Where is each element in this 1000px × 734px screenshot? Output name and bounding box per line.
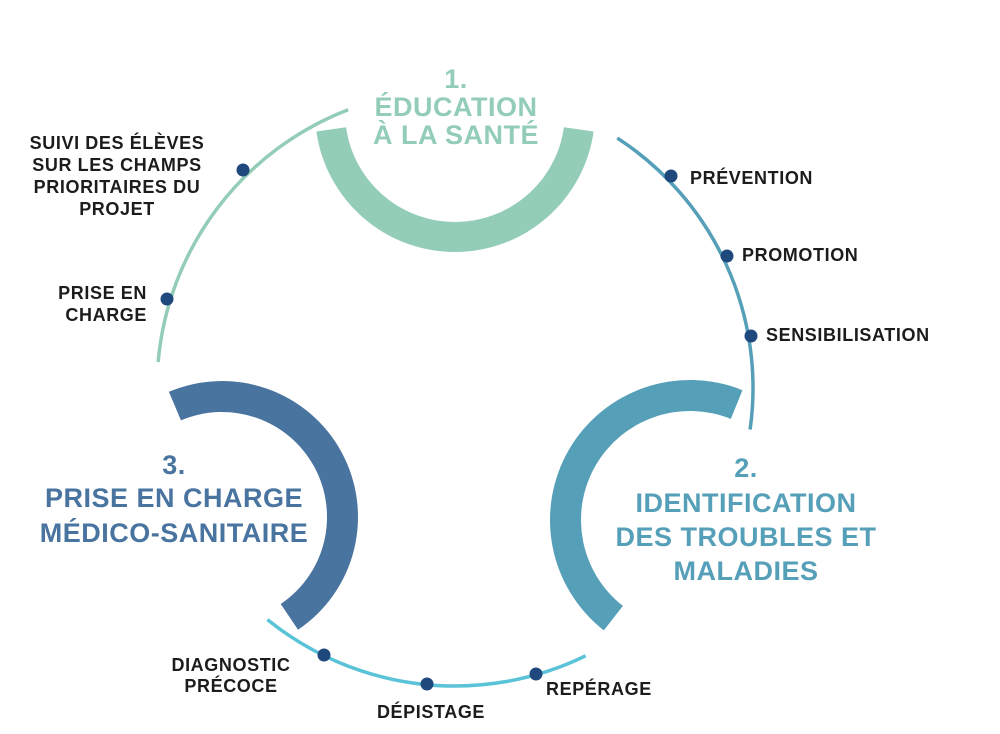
dot-sensibilisation xyxy=(744,329,758,343)
stage-1-line: ÉDUCATION xyxy=(375,91,538,122)
stage-1-number: 1. xyxy=(444,64,468,94)
stage-1-title: 1. ÉDUCATION À LA SANTÉ xyxy=(373,64,539,150)
dot-prise-en-charge xyxy=(160,292,174,306)
step-label-depistage: DÉPISTAGE xyxy=(377,701,485,722)
stage-3-arc xyxy=(168,381,358,630)
stage-2-line: MALADIES xyxy=(674,556,819,586)
step-label-promotion: PROMOTION xyxy=(742,245,858,265)
dot-suivi xyxy=(236,163,250,177)
dot-promotion xyxy=(720,249,734,263)
ring-segment-education xyxy=(156,108,349,363)
step-label-suivi: SUR LES CHAMPS xyxy=(32,155,201,175)
stage-1-arc xyxy=(316,127,594,252)
step-label-prise-en-charge: CHARGE xyxy=(65,305,147,325)
stage-3-number: 3. xyxy=(162,450,186,480)
dot-diagnostic xyxy=(317,648,331,662)
step-label-suivi: PRIORITAIRES DU xyxy=(34,177,201,197)
step-label-diagnostic: DIAGNOSTIC xyxy=(171,655,290,675)
stage-3-title: 3. PRISE EN CHARGE MÉDICO-SANITAIRE xyxy=(40,450,309,548)
dot-reperage xyxy=(529,667,543,681)
step-label-prise-en-charge: PRISE EN xyxy=(58,283,147,303)
stage-3-line: PRISE EN CHARGE xyxy=(45,483,303,513)
step-label-suivi: PROJET xyxy=(79,199,155,219)
stage-2-number: 2. xyxy=(734,453,758,483)
stage-2-line: IDENTIFICATION xyxy=(636,488,857,518)
stage-2-arc xyxy=(549,379,743,631)
ring-segment-identification xyxy=(616,136,755,430)
stage-2-line: DES TROUBLES ET xyxy=(615,522,876,552)
dot-prevention xyxy=(664,169,678,183)
step-label-sensibilisation: SENSIBILISATION xyxy=(766,325,930,345)
stage-3-line: MÉDICO-SANITAIRE xyxy=(40,517,309,548)
step-label-reperage: REPÉRAGE xyxy=(546,678,652,699)
dot-depistage xyxy=(420,677,434,691)
step-label-prevention: PRÉVENTION xyxy=(690,167,813,188)
step-label-suivi: SUIVI DES ÉLÈVES xyxy=(30,132,205,153)
step-label-diagnostic: PRÉCOCE xyxy=(184,675,277,696)
stage-2-title: 2. IDENTIFICATION DES TROUBLES ET MALADI… xyxy=(615,453,876,586)
stage-1-line: À LA SANTÉ xyxy=(373,119,539,150)
